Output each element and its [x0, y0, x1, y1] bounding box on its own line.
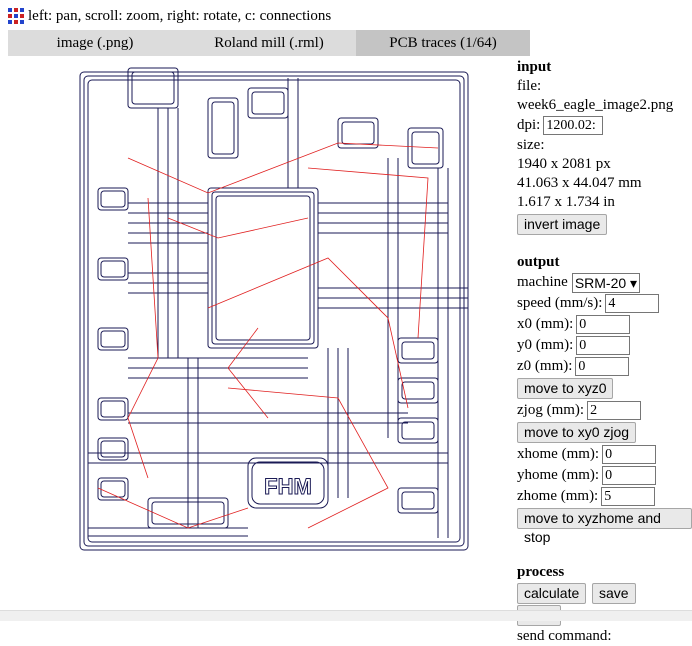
- xhome-row: xhome (mm): 0: [517, 444, 692, 465]
- instructions-bar: left: pan, scroll: zoom, right: rotate, …: [8, 6, 331, 26]
- machine-row: machine SRM-20 ▾: [517, 272, 692, 293]
- machine-select[interactable]: SRM-20 ▾: [571, 272, 641, 293]
- zhome-row: zhome (mm): 5: [517, 486, 692, 507]
- x0-row: x0 (mm): 0: [517, 314, 692, 335]
- xhome-input[interactable]: 0: [602, 445, 657, 464]
- toolpath-canvas[interactable]: FHM: [8, 58, 508, 558]
- size-label: size:: [517, 137, 545, 153]
- speed-label: speed (mm/s):: [517, 295, 603, 311]
- tab-image-png[interactable]: image (.png): [8, 30, 182, 56]
- yhome-label: yhome (mm):: [517, 467, 600, 483]
- move-to-xyzhome-stop-button[interactable]: move to xyzhome and stop: [517, 508, 692, 545]
- yhome-row: yhome (mm): 0: [517, 465, 692, 486]
- size-in: 1.617 x 1.734 in: [517, 194, 615, 210]
- size-mm: 41.063 x 44.047 mm: [517, 175, 642, 191]
- trace-outlines: [79, 67, 469, 551]
- z0-row: z0 (mm): 0: [517, 356, 692, 377]
- tab-pcb-traces[interactable]: PCB traces (1/64): [356, 30, 530, 56]
- xhome-label: xhome (mm):: [517, 446, 600, 462]
- dpi-label: dpi:: [517, 117, 541, 133]
- z0-input[interactable]: 0: [575, 357, 630, 376]
- y0-row: y0 (mm): 0: [517, 335, 692, 356]
- zjog-input[interactable]: 2: [587, 401, 642, 420]
- dpi-row: dpi: 1200.02:: [517, 115, 692, 136]
- y0-input[interactable]: 0: [576, 336, 631, 355]
- machine-label: machine: [517, 274, 568, 290]
- move-to-xyz0-button[interactable]: move to xyz0: [517, 378, 614, 399]
- zhome-label: zhome (mm):: [517, 488, 599, 504]
- toolpath-svg[interactable]: FHM: [8, 58, 508, 558]
- save-button[interactable]: save: [592, 583, 636, 604]
- speed-row: speed (mm/s): 4: [517, 293, 692, 314]
- bottom-scrollbar[interactable]: [0, 610, 692, 621]
- speed-input[interactable]: 4: [605, 294, 660, 313]
- input-heading: input: [517, 59, 552, 75]
- calculate-button[interactable]: calculate: [517, 583, 587, 604]
- instructions-text: left: pan, scroll: zoom, right: rotate, …: [28, 8, 332, 24]
- output-heading: output: [517, 254, 560, 270]
- y0-label: y0 (mm):: [517, 337, 574, 353]
- process-heading: process: [517, 564, 565, 580]
- tab-roland-mill[interactable]: Roland mill (.rml): [182, 30, 356, 56]
- file-label: file:: [517, 78, 542, 94]
- move-to-xy0-zjog-button[interactable]: move to xy0 zjog: [517, 422, 637, 443]
- invert-image-button[interactable]: invert image: [517, 214, 608, 235]
- zhome-input[interactable]: 5: [601, 487, 656, 506]
- dpi-input[interactable]: 1200.02:: [543, 116, 604, 135]
- settings-panel: input file: week6_eagle_image2.png dpi: …: [517, 58, 692, 646]
- size-px: 1940 x 2081 px: [517, 156, 611, 172]
- zjog-row: zjog (mm): 2: [517, 400, 692, 421]
- z0-label: z0 (mm):: [517, 358, 573, 374]
- x0-input[interactable]: 0: [576, 315, 631, 334]
- send-command-label: send command:: [517, 628, 612, 644]
- x0-label: x0 (mm):: [517, 316, 574, 332]
- module-tabs: image (.png) Roland mill (.rml) PCB trac…: [8, 30, 530, 56]
- yhome-input[interactable]: 0: [602, 466, 657, 485]
- connection-lines: [97, 142, 439, 529]
- app-grid-icon: [8, 8, 24, 24]
- file-name: week6_eagle_image2.png: [517, 97, 674, 113]
- board-label: FHM: [264, 474, 312, 499]
- zjog-label: zjog (mm):: [517, 402, 585, 418]
